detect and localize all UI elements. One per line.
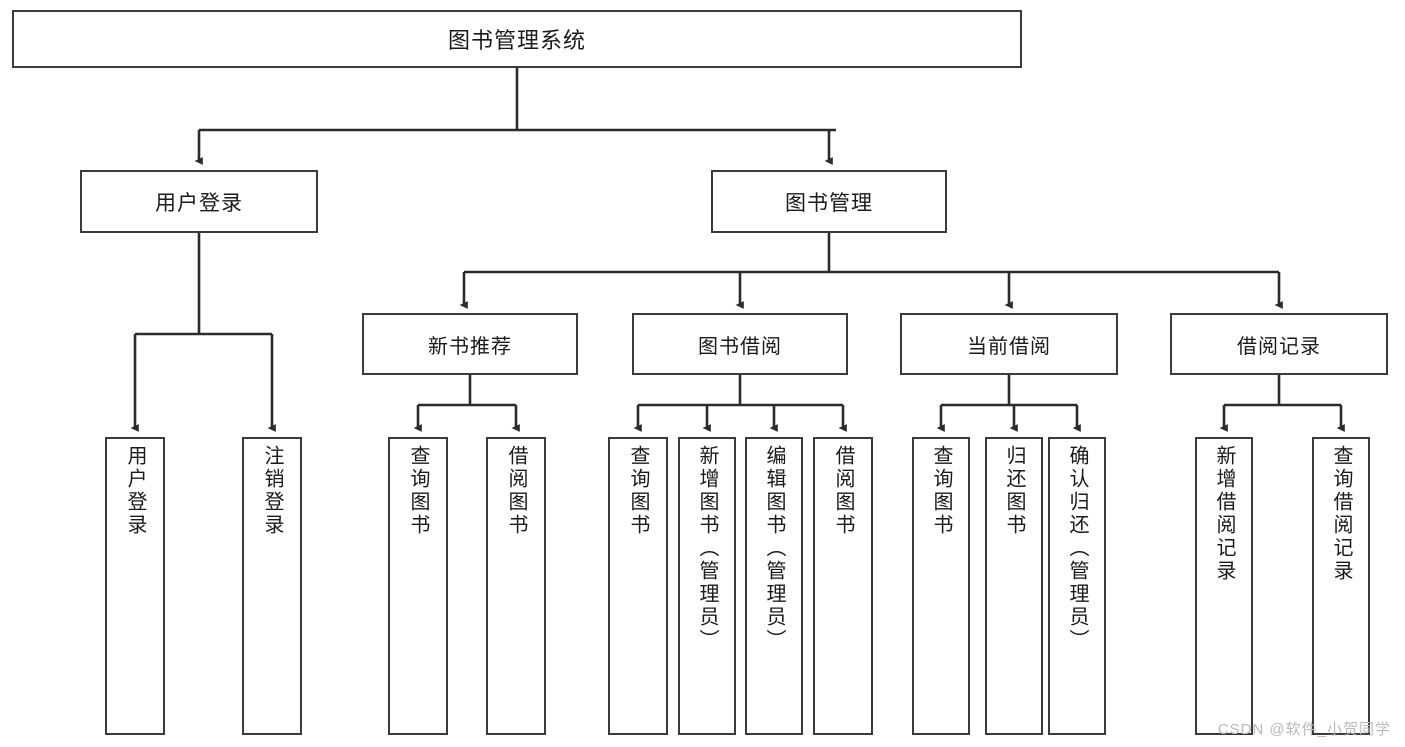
node-leaf-borrow-book-2[interactable]: 借阅图书 — [813, 437, 873, 735]
node-book-manage-label: 图书管理 — [785, 191, 873, 215]
node-current-borrow[interactable]: 当前借阅 — [900, 313, 1118, 375]
node-leaf-query-book-1-label: 查询图书 — [407, 445, 429, 537]
node-leaf-add-book-label: 新增图书（管理员） — [696, 445, 718, 652]
node-leaf-add-record-label: 新增借阅记录 — [1213, 445, 1235, 583]
node-root-label: 图书管理系统 — [447, 28, 586, 53]
node-leaf-query-book-3[interactable]: 查询图书 — [912, 437, 970, 735]
node-leaf-return-book-label: 归还图书 — [1003, 445, 1025, 537]
node-leaf-add-record[interactable]: 新增借阅记录 — [1195, 437, 1253, 735]
node-leaf-borrow-book-2-label: 借阅图书 — [832, 445, 854, 537]
node-book-borrow-label: 图书借阅 — [698, 335, 782, 358]
node-user-login-label: 用户登录 — [155, 191, 243, 215]
node-book-borrow[interactable]: 图书借阅 — [632, 313, 848, 375]
node-leaf-query-book-2[interactable]: 查询图书 — [608, 437, 668, 735]
node-leaf-user-login[interactable]: 用户登录 — [105, 437, 165, 735]
node-leaf-query-record[interactable]: 查询借阅记录 — [1312, 437, 1370, 735]
node-book-manage[interactable]: 图书管理 — [711, 170, 947, 233]
node-current-borrow-label: 当前借阅 — [967, 335, 1051, 358]
node-leaf-edit-book-label: 编辑图书（管理员） — [763, 445, 785, 652]
node-new-book-recommend[interactable]: 新书推荐 — [362, 313, 578, 375]
node-leaf-confirm-return-label: 确认归还（管理员） — [1066, 445, 1088, 652]
node-leaf-return-book[interactable]: 归还图书 — [985, 437, 1043, 735]
node-leaf-query-book-1[interactable]: 查询图书 — [388, 437, 448, 735]
node-leaf-borrow-book-1-label: 借阅图书 — [505, 445, 527, 537]
node-leaf-query-book-2-label: 查询图书 — [627, 445, 649, 537]
node-leaf-add-book[interactable]: 新增图书（管理员） — [678, 437, 736, 735]
node-leaf-confirm-return[interactable]: 确认归还（管理员） — [1048, 437, 1106, 735]
node-user-login[interactable]: 用户登录 — [80, 170, 318, 233]
node-new-book-recommend-label: 新书推荐 — [428, 335, 512, 358]
node-leaf-user-login-label: 用户登录 — [124, 445, 146, 537]
node-leaf-query-book-3-label: 查询图书 — [930, 445, 952, 537]
node-borrow-record-label: 借阅记录 — [1237, 335, 1321, 358]
node-leaf-logout[interactable]: 注销登录 — [242, 437, 302, 735]
node-leaf-edit-book[interactable]: 编辑图书（管理员） — [745, 437, 803, 735]
node-borrow-record[interactable]: 借阅记录 — [1170, 313, 1388, 375]
node-leaf-logout-label: 注销登录 — [261, 445, 283, 537]
node-leaf-borrow-book-1[interactable]: 借阅图书 — [486, 437, 546, 735]
node-root[interactable]: 图书管理系统 — [12, 10, 1022, 68]
watermark: CSDN @软件_小贺同学 — [1217, 721, 1391, 738]
node-leaf-query-record-label: 查询借阅记录 — [1330, 445, 1352, 583]
